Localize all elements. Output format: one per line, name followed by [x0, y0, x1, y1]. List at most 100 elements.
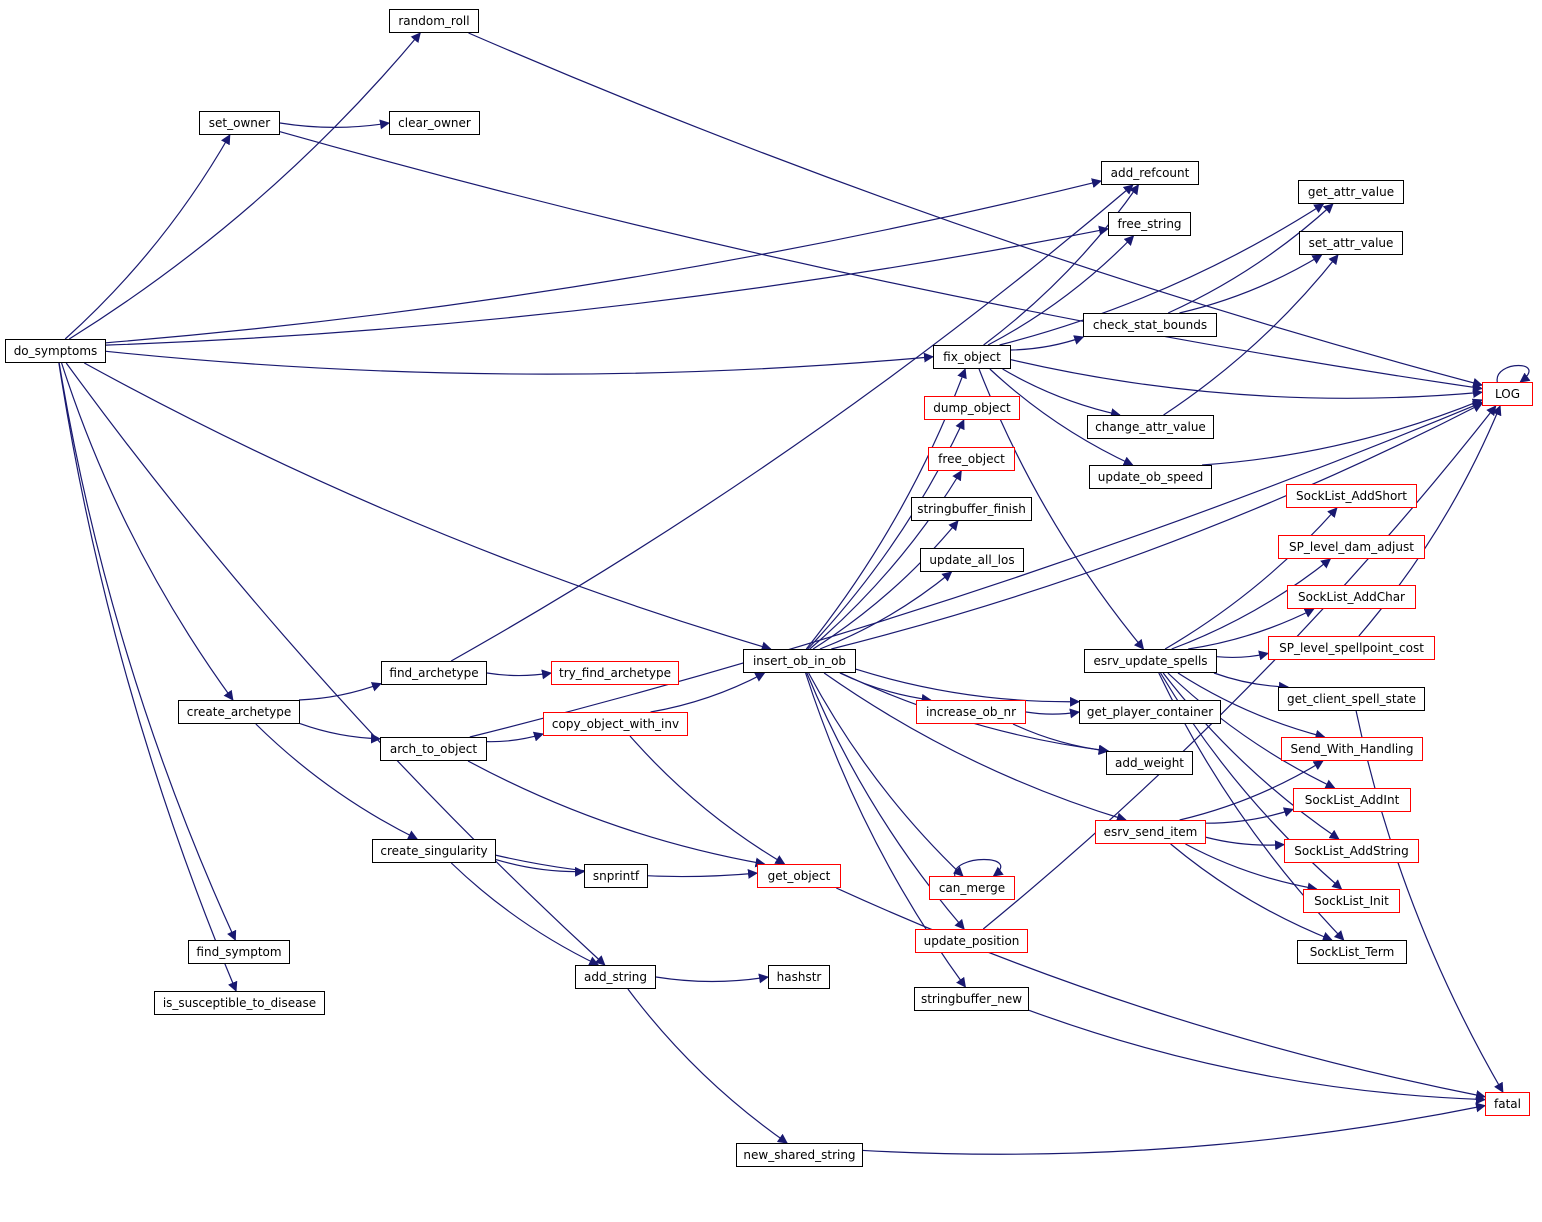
node-update-position[interactable]: update_position — [915, 929, 1028, 953]
edge-do_symptoms-to-free_string — [105, 225, 1109, 346]
edge-LOG-to-LOG — [1496, 365, 1531, 383]
node-try-find-archetype[interactable]: try_find_archetype — [551, 661, 679, 685]
node-add-weight[interactable]: add_weight — [1106, 751, 1193, 775]
node-new-shared-string[interactable]: new_shared_string — [736, 1143, 863, 1167]
node-random-roll[interactable]: random_roll — [389, 9, 479, 33]
edge-find_archetype-to-try_find_archetype — [486, 669, 552, 680]
edge-esrv_send_item-to-SockList_Init — [1185, 843, 1318, 893]
node-can-merge[interactable]: can_merge — [929, 876, 1015, 900]
edge-esrv_update_spells-to-get_client_spell_state — [1213, 672, 1290, 692]
edge-update_ob_speed-to-LOG — [1202, 398, 1483, 466]
node-sp-level-dam-adjust[interactable]: SP_level_dam_adjust — [1278, 535, 1425, 559]
node-stringbuffer-new[interactable]: stringbuffer_new — [914, 987, 1029, 1011]
node-socklist-addint[interactable]: SockList_AddInt — [1293, 788, 1411, 812]
node-check-stat-bounds[interactable]: check_stat_bounds — [1083, 313, 1217, 337]
edge-do_symptoms-to-add_string — [65, 362, 606, 966]
node-socklist-addshort[interactable]: SockList_AddShort — [1286, 484, 1417, 508]
edge-change_attr_value-to-set_attr_value — [1163, 254, 1339, 416]
node-is-susceptible-to-disease[interactable]: is_susceptible_to_disease — [154, 991, 325, 1015]
node-free-string[interactable]: free_string — [1108, 212, 1191, 236]
edge-arch_to_object-to-copy_object_with_inv — [486, 731, 544, 743]
edge-insert_ob_in_ob-to-get_player_container — [855, 668, 1080, 707]
node-add-string[interactable]: add_string — [575, 965, 656, 989]
node-copy-object-with-inv[interactable]: copy_object_with_inv — [543, 712, 688, 736]
node-socklist-init[interactable]: SockList_Init — [1303, 889, 1400, 913]
node-change-attr-value[interactable]: change_attr_value — [1087, 415, 1214, 439]
edge-esrv_update_spells-to-Send_With_Handling — [1177, 672, 1326, 740]
edge-new_shared_string-to-fatal — [862, 1102, 1486, 1155]
node-arch-to-object[interactable]: arch_to_object — [380, 737, 487, 761]
edge-arch_to_object-to-LOG — [469, 401, 1483, 738]
edge-get_object-to-fatal — [836, 887, 1486, 1100]
edge-fix_object-to-check_stat_bounds — [1010, 335, 1085, 351]
node-esrv-send-item[interactable]: esrv_send_item — [1095, 820, 1206, 844]
node-hashstr[interactable]: hashstr — [768, 965, 830, 989]
node-set-attr-value[interactable]: set_attr_value — [1299, 231, 1403, 255]
edge-esrv_send_item-to-Send_With_Handling — [1179, 760, 1324, 821]
node-update-all-los[interactable]: update_all_los — [920, 548, 1024, 572]
node-get-player-container[interactable]: get_player_container — [1079, 700, 1221, 724]
edge-fix_object-to-get_attr_value — [999, 203, 1325, 346]
edge-do_symptoms-to-insert_ob_in_ob — [84, 362, 772, 652]
edge-fix_object-to-add_refcount — [983, 184, 1139, 346]
node-free-object[interactable]: free_object — [928, 447, 1015, 471]
edge-esrv_update_spells-to-SockList_AddString — [1162, 672, 1340, 840]
edge-esrv_send_item-to-SockList_AddInt — [1205, 807, 1294, 824]
edge-find_archetype-to-add_refcount — [450, 184, 1134, 662]
node-sp-level-spellpoint-cost[interactable]: SP_level_spellpoint_cost — [1268, 636, 1435, 660]
node-update-ob-speed[interactable]: update_ob_speed — [1089, 465, 1212, 489]
edge-insert_ob_in_ob-to-update_all_los — [819, 571, 953, 650]
edge-increase_ob_nr-to-get_player_container — [1025, 708, 1080, 719]
edge-do_symptoms-to-add_refcount — [105, 178, 1102, 344]
node-socklist-addchar[interactable]: SockList_AddChar — [1287, 585, 1416, 609]
edge-esrv_send_item-to-SockList_Term — [1170, 843, 1333, 942]
node-find-archetype[interactable]: find_archetype — [381, 661, 487, 685]
node-socklist-addstring[interactable]: SockList_AddString — [1284, 839, 1419, 863]
node-dump-object[interactable]: dump_object — [924, 396, 1020, 420]
node-stringbuffer-finish[interactable]: stringbuffer_finish — [911, 497, 1032, 521]
edge-check_stat_bounds-to-get_attr_value — [1167, 203, 1334, 314]
edge-copy_object_with_inv-to-get_object — [629, 735, 786, 865]
edge-insert_ob_in_ob-to-can_merge — [808, 672, 964, 877]
node-add-refcount[interactable]: add_refcount — [1101, 161, 1199, 185]
edge-do_symptoms-to-fix_object — [105, 350, 934, 375]
edge-create_singularity-to-snprintf — [495, 858, 585, 877]
node-increase-ob-nr[interactable]: increase_ob_nr — [916, 700, 1026, 724]
edge-esrv_send_item-to-SockList_AddString — [1205, 836, 1285, 851]
node-clear-owner[interactable]: clear_owner — [389, 111, 480, 135]
node-set-owner[interactable]: set_owner — [199, 111, 280, 135]
node-do-symptoms[interactable]: do_symptoms — [5, 339, 106, 363]
edge-create_archetype-to-arch_to_object — [299, 723, 381, 744]
node-socklist-term[interactable]: SockList_Term — [1297, 940, 1407, 964]
node-find-symptom[interactable]: find_symptom — [188, 940, 290, 964]
node-get-client-spell-state[interactable]: get_client_spell_state — [1278, 687, 1425, 711]
node-send-with-handling[interactable]: Send_With_Handling — [1281, 737, 1423, 761]
edge-add_string-to-new_shared_string — [627, 988, 788, 1144]
node-fix-object[interactable]: fix_object — [933, 345, 1011, 369]
node-create-singularity[interactable]: create_singularity — [372, 839, 496, 863]
node-snprintf[interactable]: snprintf — [584, 864, 648, 888]
edge-do_symptoms-to-random_roll — [68, 32, 421, 340]
edge-random_roll-to-LOG — [468, 32, 1483, 388]
edge-do_symptoms-to-find_symptom — [58, 362, 237, 941]
node-fatal[interactable]: fatal — [1485, 1092, 1530, 1116]
node-get-attr-value[interactable]: get_attr_value — [1298, 180, 1404, 204]
edge-arch_to_object-to-get_object — [467, 760, 766, 868]
edge-insert_ob_in_ob-to-increase_ob_nr — [839, 672, 932, 704]
edge-fix_object-to-update_ob_speed — [989, 368, 1134, 466]
node-esrv-update-spells[interactable]: esrv_update_spells — [1084, 649, 1217, 673]
edge-esrv_update_spells-to-SP_level_dam_adjust — [1171, 558, 1332, 650]
edge-do_symptoms-to-create_archetype — [61, 362, 234, 701]
edge-create_archetype-to-find_archetype — [298, 682, 382, 701]
edge-fix_object-to-change_attr_value — [1002, 368, 1121, 418]
edge-stringbuffer_new-to-fatal — [1028, 1009, 1486, 1105]
node-log[interactable]: LOG — [1482, 382, 1533, 406]
edge-create_archetype-to-create_singularity — [255, 723, 419, 840]
node-insert-ob-in-ob[interactable]: insert_ob_in_ob — [743, 649, 856, 673]
node-get-object[interactable]: get_object — [757, 864, 841, 888]
edge-update_position-to-LOG — [982, 405, 1497, 930]
node-create-archetype[interactable]: create_archetype — [178, 700, 300, 724]
edge-increase_ob_nr-to-add_weight — [1012, 723, 1109, 755]
edge-esrv_update_spells-to-SockList_AddShort — [1164, 507, 1338, 650]
